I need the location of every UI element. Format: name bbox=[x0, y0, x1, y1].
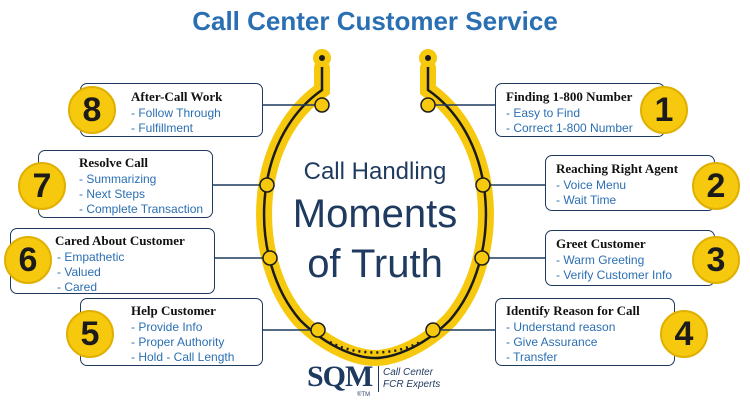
step-4-item: - Give Assurance bbox=[506, 335, 598, 349]
step-6-item: - Cared bbox=[57, 280, 98, 294]
step-7-item: - Summarizing bbox=[79, 172, 157, 186]
step-3-item: - Verify Customer Info bbox=[556, 268, 673, 282]
sqm-logo: SQM ®TM Call Center FCR Experts bbox=[307, 360, 457, 402]
step-1-number-badge: 1 bbox=[640, 86, 688, 134]
step-6-item: - Empathetic bbox=[57, 250, 125, 264]
center-line-3: of Truth bbox=[307, 242, 443, 286]
step-1-item: - Correct 1-800 Number bbox=[506, 121, 633, 135]
step-4-item: - Understand reason bbox=[506, 320, 616, 334]
logo-tagline-1: Call Center bbox=[383, 367, 434, 378]
page-title: Call Center Customer Service bbox=[192, 6, 558, 36]
step-3-number-badge: 3 bbox=[692, 236, 740, 284]
step-5-heading: Help Customer bbox=[131, 303, 216, 318]
step-8-heading: After-Call Work bbox=[131, 89, 223, 104]
step-2-heading: Reaching Right Agent bbox=[556, 161, 679, 176]
step-2-item: - Voice Menu bbox=[556, 178, 627, 192]
step-1-item: - Easy to Find bbox=[506, 106, 581, 120]
step-1-box: Finding 1-800 Number - Easy to Find- Cor… bbox=[495, 83, 665, 137]
sqm-logo-mark: SQM bbox=[307, 360, 373, 393]
step-5-item: - Provide Info bbox=[131, 320, 203, 334]
step-3-box: Greet Customer - Warm Greeting- Verify C… bbox=[545, 230, 715, 286]
step-7-item: - Next Steps bbox=[79, 187, 146, 201]
step-4-heading: Identify Reason for Call bbox=[506, 303, 640, 318]
step-5-number-badge: 5 bbox=[66, 310, 114, 358]
step-5-box: Help Customer - Provide Info- Proper Aut… bbox=[80, 298, 263, 366]
logo-divider bbox=[378, 366, 379, 392]
step-1-heading: Finding 1-800 Number bbox=[506, 89, 633, 104]
step-7-box: Resolve Call - Summarizing- Next Steps- … bbox=[38, 150, 213, 218]
step-2-number-badge: 2 bbox=[692, 162, 740, 210]
step-8-number-badge: 8 bbox=[68, 86, 116, 134]
center-line-1: Call Handling bbox=[303, 158, 447, 185]
step-4-item: - Transfer bbox=[506, 350, 558, 364]
step-8-item: - Fulfillment bbox=[131, 121, 194, 135]
step-7-heading: Resolve Call bbox=[79, 155, 148, 170]
step-2-box: Reaching Right Agent - Voice Menu- Wait … bbox=[545, 155, 715, 211]
step-3-item: - Warm Greeting bbox=[556, 253, 645, 267]
step-4-box: Identify Reason for Call - Understand re… bbox=[495, 298, 675, 366]
step-7-number-badge: 7 bbox=[18, 162, 66, 210]
step-4-number-badge: 4 bbox=[660, 310, 708, 358]
step-6-heading: Cared About Customer bbox=[55, 233, 185, 248]
step-6-item: - Valued bbox=[57, 265, 101, 279]
center-line-2: Moments bbox=[292, 192, 458, 236]
logo-tagline-2: FCR Experts bbox=[383, 379, 441, 390]
step-2-item: - Wait Time bbox=[556, 193, 617, 207]
step-5-item: - Proper Authority bbox=[131, 335, 225, 349]
step-8-item: - Follow Through bbox=[131, 106, 221, 120]
sqm-trademark: ®TM bbox=[357, 392, 371, 398]
step-5-item: - Hold - Call Length bbox=[131, 350, 235, 364]
step-7-item: - Complete Transaction bbox=[79, 202, 204, 216]
step-3-heading: Greet Customer bbox=[556, 236, 646, 251]
step-6-number-badge: 6 bbox=[4, 236, 52, 284]
